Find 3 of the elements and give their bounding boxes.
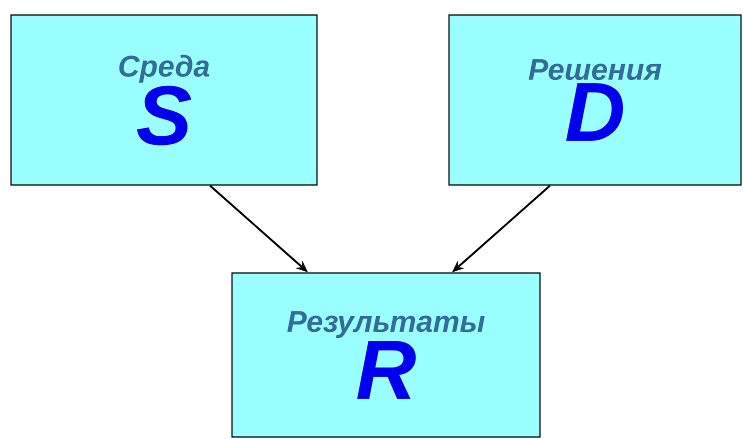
process-box: Решения D	[448, 14, 742, 186]
process-box: Среда S	[10, 14, 318, 186]
process-box: Результаты R	[231, 272, 541, 438]
